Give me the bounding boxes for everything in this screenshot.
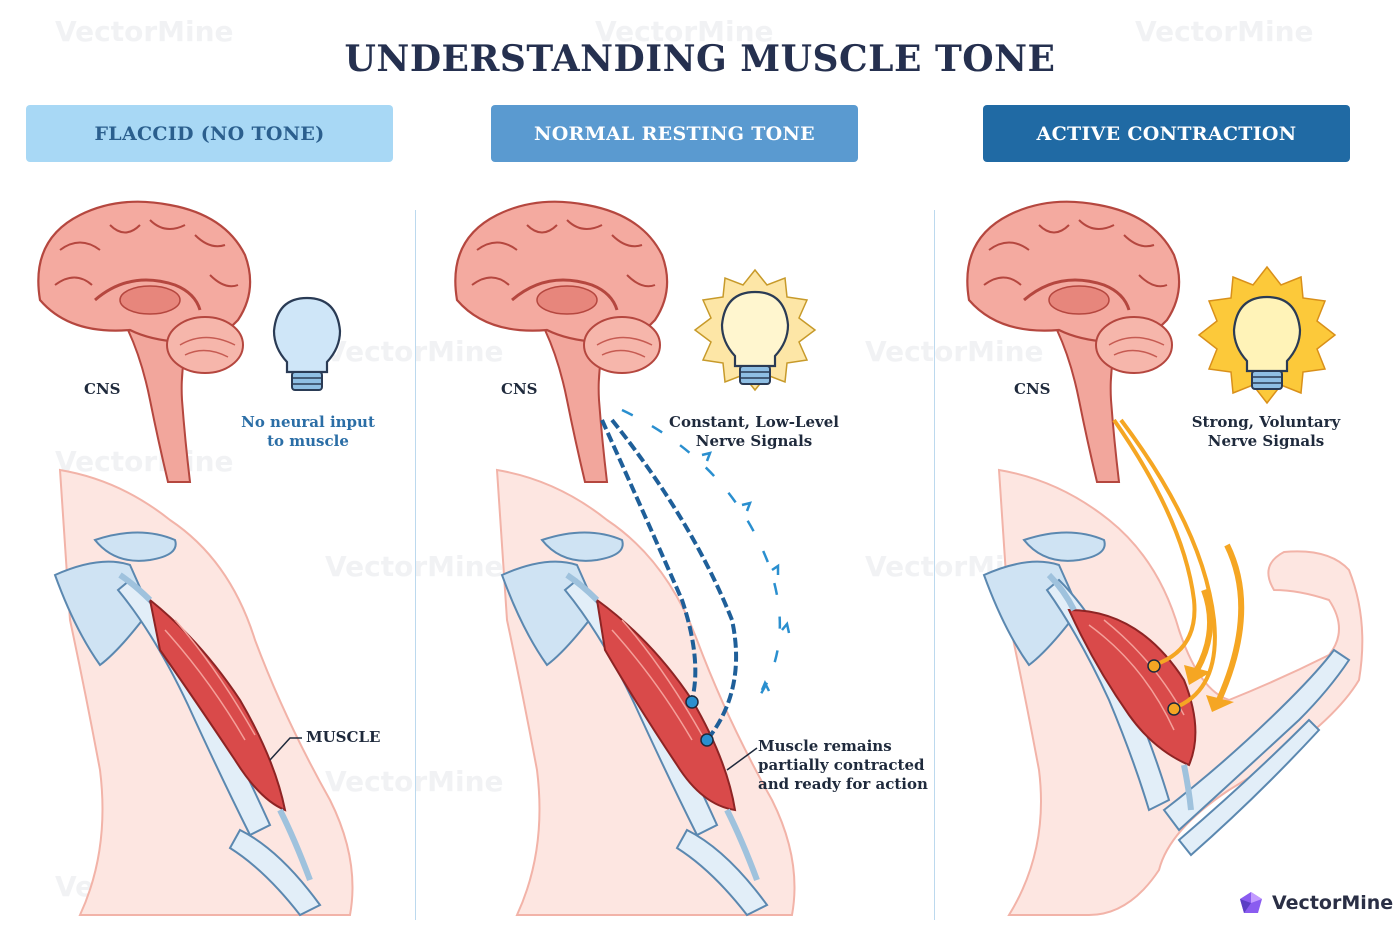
brand-name: VectorMine	[1272, 892, 1393, 914]
signal-label-line: Nerve Signals	[1186, 432, 1346, 451]
note-line: Muscle remains	[758, 737, 928, 756]
signal-label-line: Nerve Signals	[664, 432, 844, 451]
signal-label-line: Constant, Low-Level	[664, 413, 844, 432]
lightbulb-dim-icon	[695, 270, 815, 390]
signal-label-line: No neural input	[238, 413, 378, 432]
cns-label: CNS	[84, 380, 120, 399]
brand-logo: VectorMine	[1238, 890, 1393, 916]
resting-tone-note: Muscle remains partially contracted and …	[758, 737, 928, 794]
lightbulb-off-icon	[274, 298, 340, 390]
low-level-signals-label: Constant, Low-Level Nerve Signals	[664, 413, 844, 451]
brain-icon	[38, 202, 250, 482]
brain-icon	[967, 202, 1179, 482]
vectormine-logo-icon	[1238, 890, 1264, 916]
normal-panel-illustration	[455, 202, 815, 915]
muscle-label: MUSCLE	[306, 728, 380, 747]
flaccid-panel-illustration	[38, 202, 352, 915]
cns-label: CNS	[501, 380, 537, 399]
strong-signals-label: Strong, Voluntary Nerve Signals	[1186, 413, 1346, 451]
note-line: and ready for action	[758, 775, 928, 794]
no-neural-input-label: No neural input to muscle	[238, 413, 378, 451]
signal-label-line: Strong, Voluntary	[1186, 413, 1346, 432]
signal-label-line: to muscle	[238, 432, 378, 451]
brain-icon	[455, 202, 667, 482]
note-line: partially contracted	[758, 756, 928, 775]
lightbulb-bright-icon	[1199, 267, 1335, 403]
cns-label: CNS	[1014, 380, 1050, 399]
active-panel-illustration	[967, 202, 1362, 915]
